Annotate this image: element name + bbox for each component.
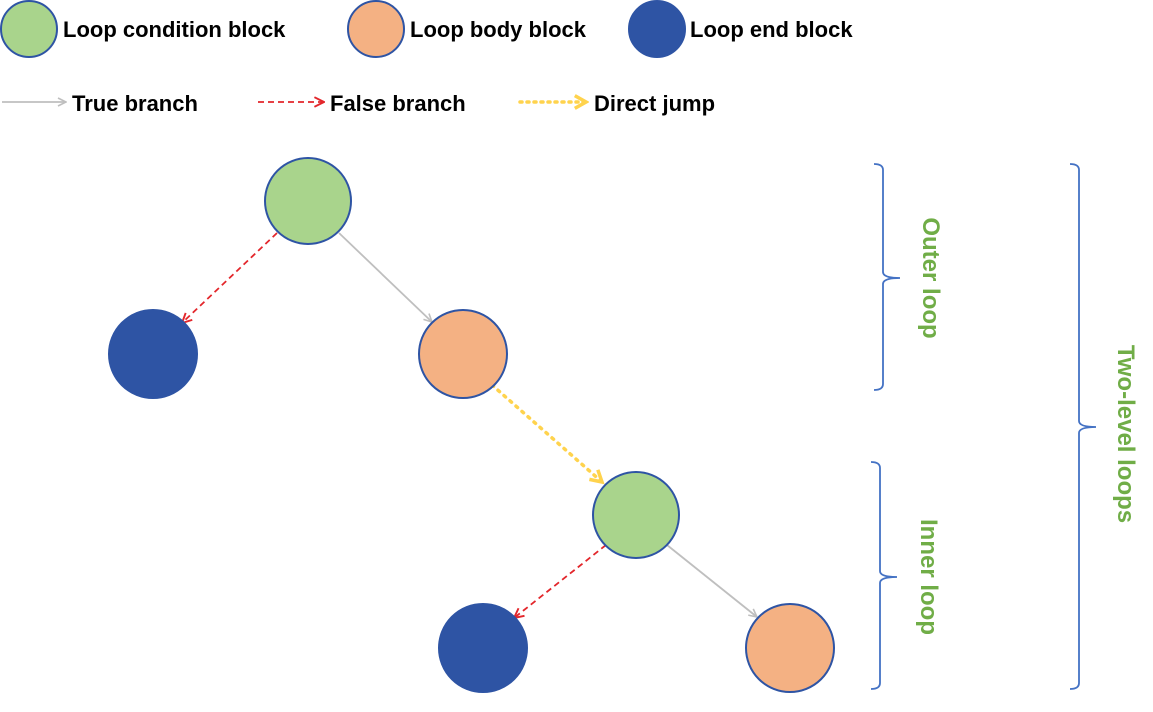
inner-true-edge [666, 544, 757, 617]
outer-false-edge [182, 232, 278, 323]
legend-condition-swatch [0, 0, 58, 58]
diagram-nodes [108, 157, 835, 693]
outer-end-node [108, 309, 198, 399]
inner-false-edge [514, 544, 607, 618]
loop-brackets [870, 163, 1097, 690]
legend-false-label: False branch [330, 91, 466, 116]
bracket-labels: Outer loop Inner loop Two-level loops [915, 217, 1139, 635]
legend-node-types: Loop condition block Loop body block Loo… [0, 0, 853, 58]
inner-loop-label: Inner loop [915, 519, 942, 635]
outer-condition-node [264, 157, 352, 245]
legend-edge-types: True branch False branch Direct jump [2, 91, 715, 116]
inner-end-node [438, 603, 528, 693]
two-level-loops-bracket [1069, 163, 1097, 690]
legend-end-swatch [628, 0, 686, 58]
outer-true-edge [338, 232, 432, 322]
legend-jump-label: Direct jump [594, 91, 715, 116]
direct-jump-edge [490, 383, 602, 482]
outer-loop-bracket [873, 163, 901, 391]
inner-condition-node [592, 471, 680, 559]
two-level-loops-label: Two-level loops [1112, 345, 1139, 523]
legend-true-label: True branch [72, 91, 198, 116]
legend-body-swatch [347, 0, 405, 58]
legend-end-label: Loop end block [690, 17, 853, 42]
inner-body-node [745, 603, 835, 693]
diagram-edges [182, 232, 757, 618]
legend-condition-label: Loop condition block [63, 17, 286, 42]
legend-body-label: Loop body block [410, 17, 587, 42]
outer-body-node [418, 309, 508, 399]
inner-loop-bracket [870, 461, 898, 690]
outer-loop-label: Outer loop [917, 217, 944, 338]
